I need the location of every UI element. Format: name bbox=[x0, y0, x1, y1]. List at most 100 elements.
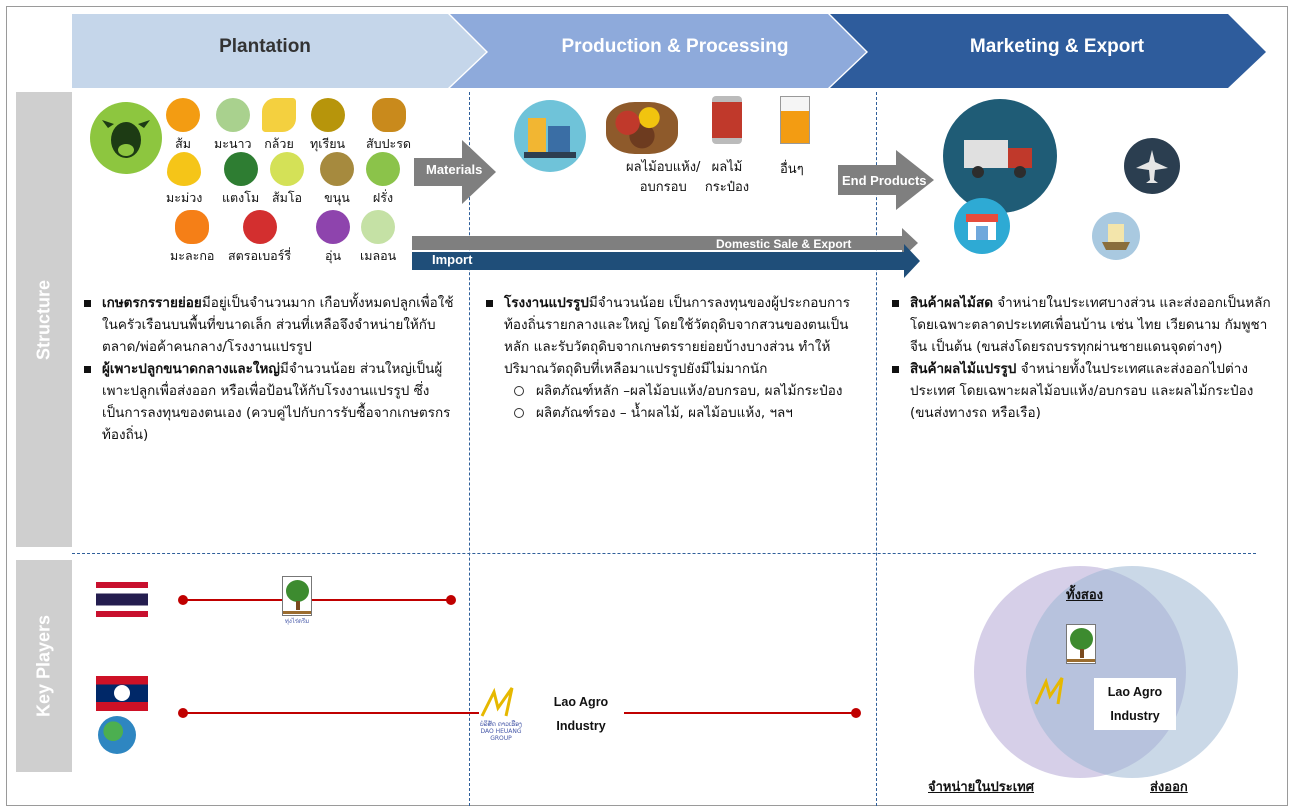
orange-icon bbox=[166, 98, 200, 132]
bullet-bold: สินค้าผลไม้แปรรูป bbox=[910, 361, 1017, 377]
venn-export-label: ส่งออก bbox=[1150, 780, 1188, 795]
marketing-bullet-1: สินค้าผลไม้สด จำหน่ายในประเทศบางส่วน และ… bbox=[892, 292, 1276, 358]
fruit-label: มะละกอ bbox=[170, 248, 215, 263]
materials-label: Materials bbox=[426, 162, 483, 177]
production-sub-2: ผลิตภัณฑ์รอง – น้ำผลไม้, ผลไม้อบแห้ง, ฯล… bbox=[486, 402, 872, 424]
ship-icon bbox=[1092, 212, 1140, 260]
product-label: กระป๋อง bbox=[704, 180, 750, 195]
airplane-icon bbox=[1124, 138, 1180, 194]
fruit-label: ส้มโอ bbox=[271, 190, 303, 205]
fruit-label: ส้ม bbox=[175, 136, 191, 151]
venn-diagram bbox=[974, 566, 1238, 778]
dried-fruit-icon bbox=[606, 102, 678, 154]
fruit-guava: ฝรั่ง bbox=[366, 152, 400, 208]
fruit-grape: อุ่น bbox=[316, 210, 350, 266]
marketing-text: สินค้าผลไม้สด จำหน่ายในประเทศบางส่วน และ… bbox=[892, 292, 1276, 424]
column-divider-1 bbox=[469, 92, 470, 806]
product-other: อื่นๆ bbox=[780, 162, 804, 177]
bullet-square-icon bbox=[892, 300, 899, 307]
fruit-label: สตรอเบอร์รี่ bbox=[228, 248, 292, 263]
lime-icon bbox=[215, 98, 250, 132]
logo-base bbox=[283, 611, 311, 614]
fruit-melon: เมลอน bbox=[360, 210, 396, 266]
end-products-label: End Products bbox=[842, 173, 927, 188]
venn-dao-heuang-logo bbox=[1034, 677, 1064, 705]
venn-domestic-label: จำหน่ายในประเทศ bbox=[928, 780, 1035, 795]
bullet-circle-icon bbox=[514, 386, 524, 396]
lao-agro-label: Lao Agro Industry bbox=[540, 690, 622, 738]
venn-lao-agro-line1: Lao Agro bbox=[1107, 685, 1163, 699]
header-marketing-export: Marketing & Export bbox=[969, 36, 1145, 57]
fruit-label: มะนาว bbox=[214, 136, 252, 151]
header-chevron-plantation bbox=[72, 14, 486, 88]
venn-lao-agro-box: Lao Agro Industry bbox=[1094, 678, 1176, 730]
fruit-label: แตงโม bbox=[222, 190, 260, 205]
venn-tree-logo bbox=[1066, 624, 1096, 664]
header-production-processing: Production & Processing bbox=[561, 36, 789, 57]
tree-company-logo bbox=[282, 576, 312, 616]
mango-icon bbox=[167, 152, 202, 186]
fruit-label: เมลอน bbox=[360, 248, 397, 263]
bullet-text: มีอยู่เป็นจำนวนมาก เกือบทั้งหมดปลูกเพื่อ… bbox=[102, 295, 454, 355]
fruit-label: อุ่น bbox=[324, 248, 342, 263]
fruit-orange: ส้ม bbox=[166, 98, 200, 154]
import-label: Import bbox=[432, 252, 473, 267]
fruit-watermelon: แตงโม bbox=[222, 152, 259, 208]
papaya-icon bbox=[175, 210, 210, 244]
fruit-label: ทุเรียน bbox=[310, 136, 346, 151]
production-sub-1: ผลิตภัณฑ์หลัก –ผลไม้อบแห้ง/อบกรอบ, ผลไม้… bbox=[486, 380, 872, 402]
product-canned: ผลไม้กระป๋อง bbox=[702, 158, 752, 198]
row-divider bbox=[72, 553, 1256, 554]
logo-base bbox=[1067, 659, 1095, 662]
bullet-text: จำหน่ายในประเทศบางส่วน และส่งออกเป็นหลัก… bbox=[910, 295, 1271, 355]
product-label: ผลไม้อบแห้ง/ bbox=[626, 160, 701, 175]
fruit-durian: ทุเรียน bbox=[310, 98, 345, 154]
bullet-square-icon bbox=[892, 366, 899, 373]
juice-box-icon bbox=[780, 96, 810, 144]
venn-lao-agro-line2: Industry bbox=[1110, 709, 1160, 723]
globe-icon bbox=[98, 716, 136, 754]
fruit-papaya: มะละกอ bbox=[170, 210, 214, 266]
fruit-label: ฝรั่ง bbox=[372, 190, 394, 205]
bullet-bold: ผู้เพาะปลูกขนาดกลางและใหญ่ bbox=[102, 361, 280, 377]
bullet-square-icon bbox=[84, 300, 91, 307]
bullet-bold: สินค้าผลไม้สด bbox=[910, 295, 993, 311]
strawberry-icon bbox=[242, 210, 277, 244]
bullet-text: มีจำนวนน้อย เป็นการลงทุนของผู้ประกอบการท… bbox=[504, 295, 850, 377]
fruit-label: ขนุน bbox=[324, 190, 350, 205]
timeline-dot bbox=[446, 595, 456, 605]
materials-arrow bbox=[414, 140, 496, 204]
bullet-square-icon bbox=[84, 366, 91, 373]
truck-icon bbox=[943, 99, 1057, 213]
domestic-label: Domestic Sale & Export bbox=[716, 237, 852, 251]
column-divider-2 bbox=[876, 92, 877, 806]
cow-icon bbox=[90, 102, 162, 174]
grape-icon bbox=[316, 210, 350, 244]
flow-arrows bbox=[412, 140, 934, 278]
product-label: อบกรอบ bbox=[639, 180, 687, 195]
domestic-arrow bbox=[412, 228, 918, 258]
production-text: โรงงานแปรรูปมีจำนวนน้อย เป็นการลงทุนของผ… bbox=[486, 292, 872, 424]
end-products-arrow bbox=[838, 150, 934, 210]
header-chevron-marketing bbox=[830, 14, 1266, 88]
lao-agro-line2: Industry bbox=[556, 719, 606, 733]
side-key-players-label: Key Players bbox=[33, 614, 54, 718]
fruit-mango: มะม่วง bbox=[166, 152, 202, 208]
laos-flag-icon bbox=[96, 676, 148, 711]
melon-icon bbox=[361, 210, 396, 244]
fruit-banana: กล้วย bbox=[262, 98, 296, 154]
side-structure: Structure bbox=[16, 92, 72, 547]
thailand-flag-icon bbox=[96, 582, 148, 617]
canned-fruit-icon bbox=[712, 96, 742, 144]
sub-text: ผลิตภัณฑ์หลัก –ผลไม้อบแห้ง/อบกรอบ, ผลไม้… bbox=[536, 383, 843, 399]
product-label: ผลไม้ bbox=[711, 160, 743, 175]
sub-text: ผลิตภัณฑ์รอง – น้ำผลไม้, ผลไม้อบแห้ง, ฯล… bbox=[536, 405, 793, 421]
header-chevrons bbox=[72, 14, 1266, 88]
venn-both-label: ทั้งสอง bbox=[1066, 588, 1104, 603]
bullet-bold: เกษตรกรรายย่อย bbox=[102, 295, 202, 311]
fruit-label: มะม่วง bbox=[166, 190, 203, 205]
import-arrow bbox=[412, 244, 920, 278]
factory-icon bbox=[514, 100, 586, 172]
plantation-bullet-1: เกษตรกรรายย่อยมีอยู่เป็นจำนวนมาก เกือบทั… bbox=[84, 292, 464, 358]
tree-logo-caption: ทุ่งไร่ดรีม bbox=[284, 618, 310, 625]
